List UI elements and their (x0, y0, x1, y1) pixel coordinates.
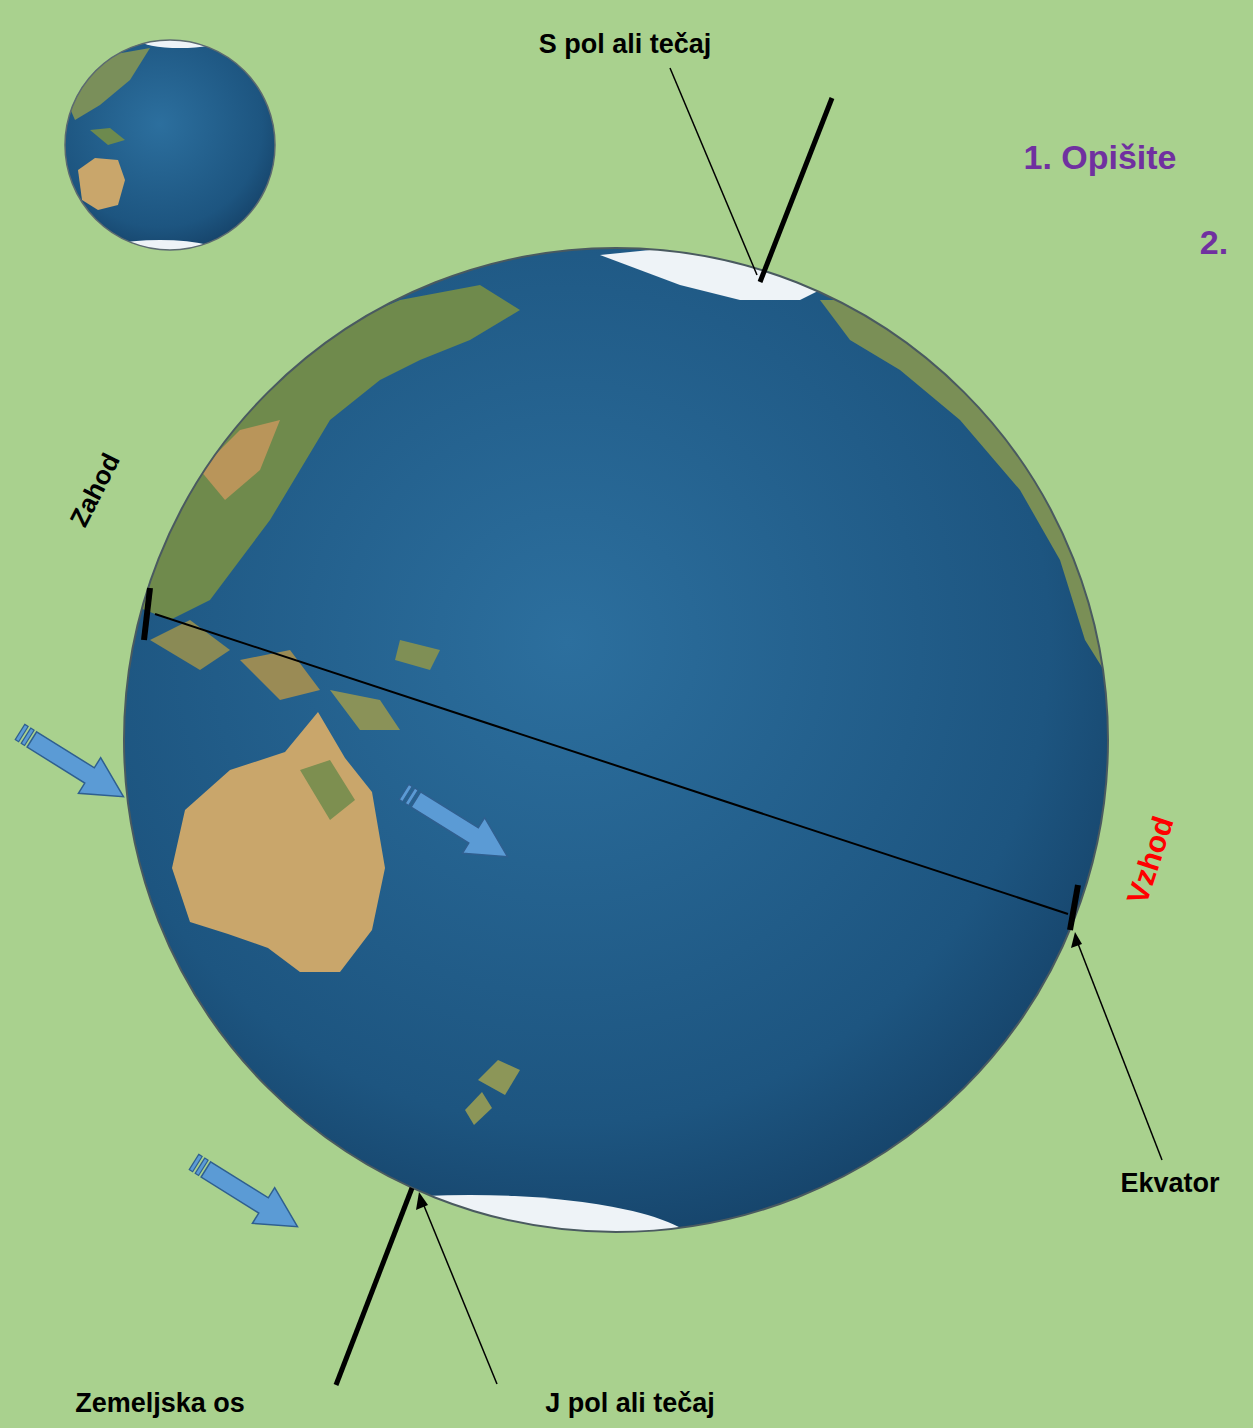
sunlight-arrow (393, 774, 519, 874)
leader-line (420, 1196, 497, 1384)
question-text: 1. Opišite (1023, 139, 1176, 176)
earth-globe (120, 245, 1110, 1305)
question-number: 2. (1200, 224, 1228, 261)
leader-line (670, 68, 757, 275)
direction-label: Vzhod (1120, 812, 1179, 908)
sunlight-arrow (183, 1144, 309, 1244)
leader-line (1075, 936, 1162, 1160)
leader-arrowhead (416, 1192, 428, 1210)
leader-arrowhead (1071, 932, 1082, 948)
direction-label: Zahod (65, 449, 126, 531)
pole-label: S pol ali tečaj (539, 30, 712, 60)
sunlight-arrow (9, 714, 135, 814)
small-globe (62, 32, 275, 276)
axis-label: Zemeljska os (75, 1389, 245, 1419)
sunlight-arrows (9, 714, 519, 1244)
equator-line (155, 614, 1068, 914)
earth-axis (760, 98, 832, 282)
equator-mark (144, 588, 150, 640)
pole-label: J pol ali tečaj (545, 1389, 715, 1419)
equator-mark (1070, 885, 1078, 930)
earth-axis (336, 1188, 412, 1385)
equator-label: Ekvator (1120, 1169, 1219, 1199)
